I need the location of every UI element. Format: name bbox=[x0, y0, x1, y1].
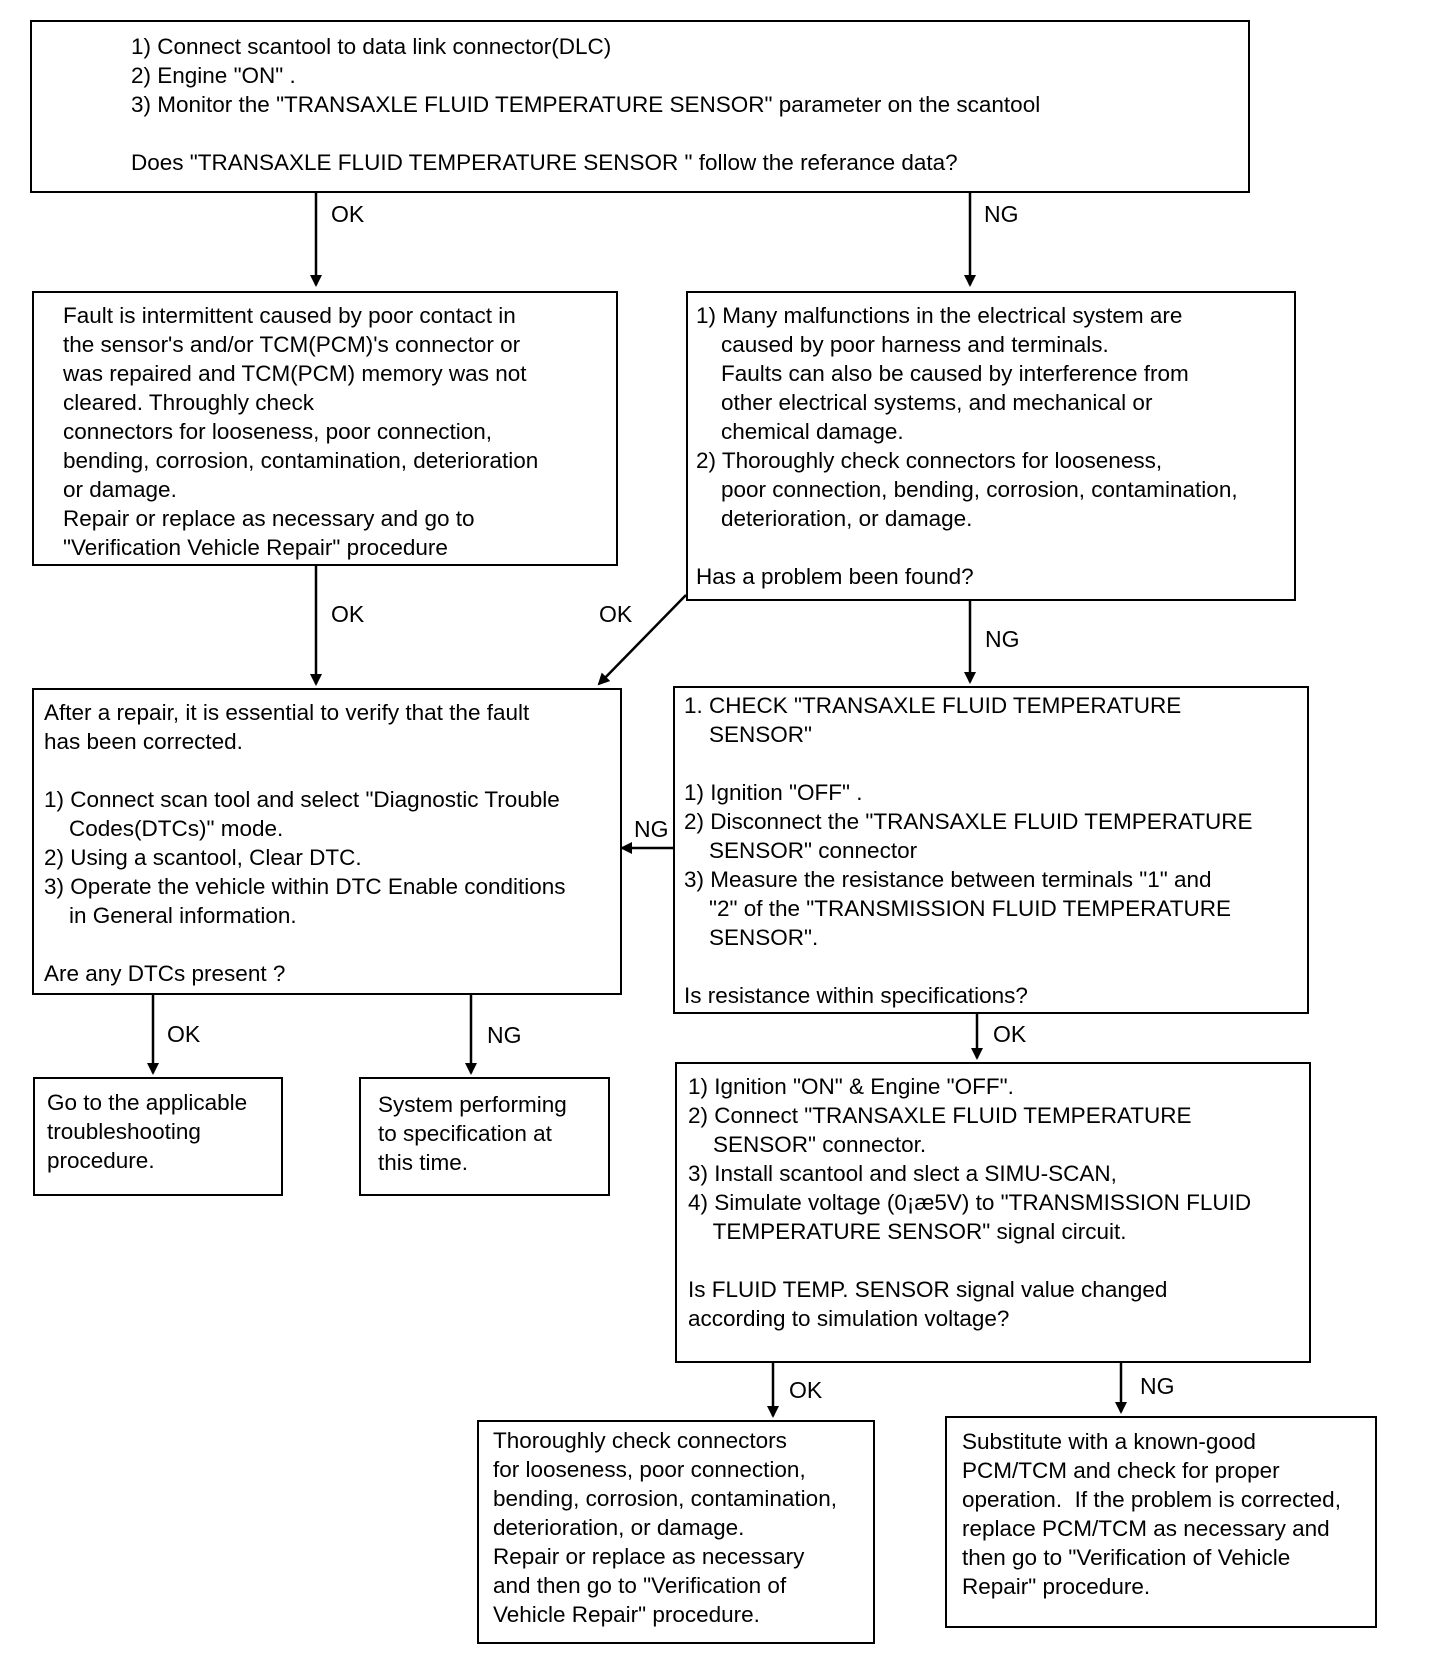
box-text-line: Go to the applicable bbox=[47, 1090, 248, 1115]
label-intermittent-ok: OK bbox=[331, 601, 365, 627]
box-text-line: 1) Connect scan tool and select "Diagnos… bbox=[44, 787, 560, 812]
box-text-line: 2) Thoroughly check connectors for loose… bbox=[696, 448, 1163, 473]
system-ok-box: System performing to specification at this… bbox=[359, 1077, 610, 1196]
label-simulate-ok: OK bbox=[789, 1377, 823, 1403]
box-text-line: "Verification Vehicle Repair" procedure bbox=[63, 535, 448, 560]
box-text-line: 1) Ignition "OFF" . bbox=[684, 780, 863, 805]
blank-line bbox=[696, 533, 1294, 562]
blank-line bbox=[44, 930, 620, 959]
box-text-line: or damage. bbox=[63, 477, 177, 502]
box-text-line: for looseness, poor connection, bbox=[493, 1457, 806, 1482]
box-text-line: 4) Simulate voltage (0¡æ5V) to "TRANSMIS… bbox=[688, 1190, 1252, 1215]
box-text-line: SENSOR" bbox=[684, 722, 813, 747]
box-text-line: Repair or replace as necessary and go to bbox=[63, 506, 475, 531]
box-text-line: Substitute with a known-good bbox=[962, 1429, 1256, 1454]
check-sensor-box: 1. CHECK "TRANSAXLE FLUID TEMPERATURE SE… bbox=[673, 686, 1309, 1014]
box-text-line: other electrical systems, and mechanical… bbox=[696, 390, 1153, 415]
box-text-line: connectors for looseness, poor connectio… bbox=[63, 419, 493, 444]
box-text-line: SENSOR" connector bbox=[684, 838, 918, 863]
box-text-line: cleared. Throughly check bbox=[63, 390, 314, 415]
box-text-line: to specification at bbox=[378, 1121, 552, 1146]
box-text-line: TEMPERATURE SENSOR" signal circuit. bbox=[688, 1219, 1127, 1244]
label-check-ng: NG bbox=[634, 816, 669, 842]
label-check-ok: OK bbox=[993, 1021, 1027, 1047]
box-text-line: 3) Measure the resistance between termin… bbox=[684, 867, 1212, 892]
box-text-line: bending, corrosion, contamination, bbox=[493, 1486, 837, 1511]
box-text-line: then go to "Verification of Vehicle bbox=[962, 1545, 1291, 1570]
box-text-line: 1. CHECK "TRANSAXLE FLUID TEMPERATURE bbox=[684, 693, 1182, 718]
box-text-line: caused by poor harness and terminals. bbox=[696, 332, 1109, 357]
label-verify-ng: NG bbox=[487, 1022, 522, 1048]
box-text-line: Repair or replace as necessary bbox=[493, 1544, 805, 1569]
start-step-box: 1) Connect scantool to data link connect… bbox=[30, 20, 1250, 193]
box-text-line: in General information. bbox=[44, 903, 297, 928]
box-text-line: operation. If the problem is corrected, bbox=[962, 1487, 1341, 1512]
arrow-electrical-ok bbox=[597, 594, 687, 686]
box-text-line: replace PCM/TCM as necessary and bbox=[962, 1516, 1330, 1541]
box-text-line: the sensor's and/or TCM(PCM)'s connector… bbox=[63, 332, 521, 357]
box-text-line: bending, corrosion, contamination, deter… bbox=[63, 448, 539, 473]
label-verify-ok: OK bbox=[167, 1021, 201, 1047]
box-text-line: Fault is intermittent caused by poor con… bbox=[63, 303, 516, 328]
connectors-check-box: Thoroughly check connectors for looseness… bbox=[477, 1420, 875, 1644]
box-text-line: Are any DTCs present ? bbox=[44, 961, 286, 986]
blank-line bbox=[684, 749, 1307, 778]
box-text-line: Faults can also be caused by interferenc… bbox=[696, 361, 1189, 386]
box-text-line: 1) Connect scantool to data link connect… bbox=[131, 34, 612, 59]
box-text-line: 3) Monitor the "TRANSAXLE FLUID TEMPERAT… bbox=[131, 92, 1041, 117]
box-text-line: 2) Using a scantool, Clear DTC. bbox=[44, 845, 362, 870]
box-text-line: procedure. bbox=[47, 1148, 155, 1173]
simulate-box: 1) Ignition "ON" & Engine "OFF". 2) Conne… bbox=[675, 1062, 1311, 1363]
box-text-line: "2" of the "TRANSMISSION FLUID TEMPERATU… bbox=[684, 896, 1231, 921]
box-text-line: Thoroughly check connectors bbox=[493, 1428, 787, 1453]
box-text-line: 3) Install scantool and slect a SIMU-SCA… bbox=[688, 1161, 1117, 1186]
box-text-line: troubleshooting bbox=[47, 1119, 201, 1144]
intermittent-fault-box: Fault is intermittent caused by poor con… bbox=[32, 291, 618, 566]
box-text-line: 1) Ignition "ON" & Engine "OFF". bbox=[688, 1074, 1014, 1099]
box-text-line: poor connection, bending, corrosion, con… bbox=[696, 477, 1238, 502]
box-text-line: SENSOR" connector. bbox=[688, 1132, 927, 1157]
box-text-line: Is resistance within specifications? bbox=[684, 983, 1028, 1008]
box-text-line: 2) Engine "ON" . bbox=[131, 63, 296, 88]
blank-line bbox=[44, 756, 620, 785]
box-text-line: After a repair, it is essential to verif… bbox=[44, 700, 530, 725]
blank-line bbox=[684, 952, 1307, 981]
label-electrical-ok: OK bbox=[599, 601, 633, 627]
box-text-line: according to simulation voltage? bbox=[688, 1306, 1010, 1331]
box-text-line: deterioration, or damage. bbox=[696, 506, 973, 531]
label-start-ng: NG bbox=[984, 201, 1019, 227]
box-text-line: System performing bbox=[378, 1092, 567, 1117]
troubleshooting-box: Go to the applicable troubleshooting proce… bbox=[33, 1077, 283, 1196]
box-text-line: this time. bbox=[378, 1150, 469, 1175]
box-text-line: Is FLUID TEMP. SENSOR signal value chang… bbox=[688, 1277, 1168, 1302]
box-text-line: 3) Operate the vehicle within DTC Enable… bbox=[44, 874, 566, 899]
box-text-line: Does "TRANSAXLE FLUID TEMPERATURE SENSOR… bbox=[131, 150, 958, 175]
label-simulate-ng: NG bbox=[1140, 1373, 1175, 1399]
blank-line bbox=[131, 119, 1248, 148]
box-text-line: Has a problem been found? bbox=[696, 564, 974, 589]
box-text-line: 2) Disconnect the "TRANSAXLE FLUID TEMPE… bbox=[684, 809, 1253, 834]
label-electrical-ng: NG bbox=[985, 626, 1020, 652]
box-text-line: was repaired and TCM(PCM) memory was not bbox=[63, 361, 527, 386]
box-text-line: PCM/TCM and check for proper bbox=[962, 1458, 1280, 1483]
box-text-line: Codes(DTCs)" mode. bbox=[44, 816, 284, 841]
box-text-line: SENSOR". bbox=[684, 925, 819, 950]
electrical-check-box: 1) Many malfunctions in the electrical s… bbox=[686, 291, 1296, 601]
verify-repair-box: After a repair, it is essential to verif… bbox=[32, 688, 622, 995]
box-text-line: 2) Connect "TRANSAXLE FLUID TEMPERATURE bbox=[688, 1103, 1192, 1128]
box-text-line: Repair" procedure. bbox=[962, 1574, 1151, 1599]
box-text-line: 1) Many malfunctions in the electrical s… bbox=[696, 303, 1183, 328]
label-start-ok: OK bbox=[331, 201, 365, 227]
box-text-line: chemical damage. bbox=[696, 419, 904, 444]
box-text-line: and then go to "Verification of bbox=[493, 1573, 787, 1598]
blank-line bbox=[688, 1246, 1309, 1275]
box-text-line: has been corrected. bbox=[44, 729, 243, 754]
box-text-line: deterioration, or damage. bbox=[493, 1515, 745, 1540]
box-text-line: Vehicle Repair" procedure. bbox=[493, 1602, 760, 1627]
